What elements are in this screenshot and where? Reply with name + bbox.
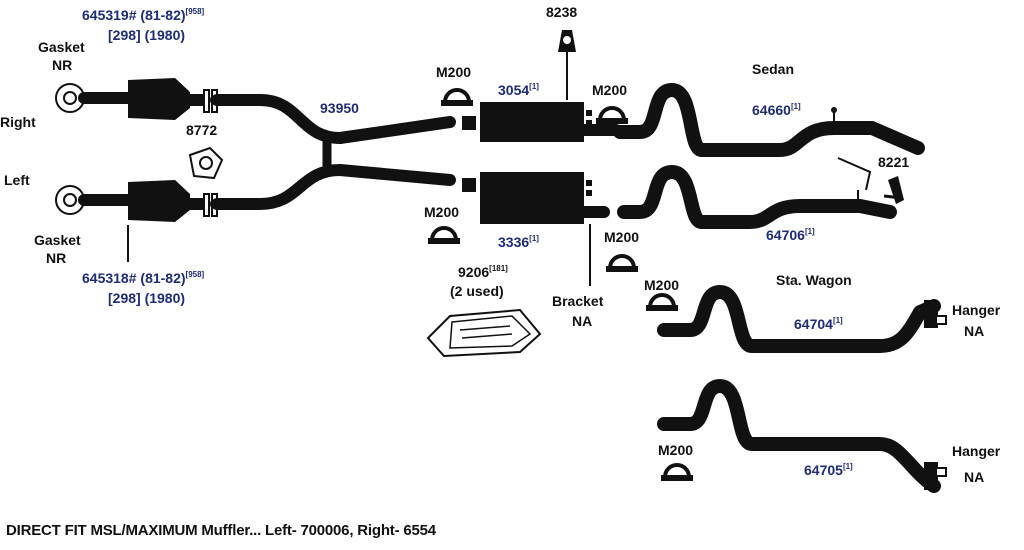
hanger-na-label: NA — [964, 469, 984, 485]
bracket-label: Bracket — [552, 293, 604, 309]
right-label: Right — [0, 114, 36, 130]
gasket-8772 — [188, 146, 224, 180]
tailpipe-64704 — [657, 285, 947, 353]
catalytic-converter-left — [55, 164, 346, 222]
clamp-icon — [646, 293, 678, 311]
cat-left-sub: [298] (1980) — [108, 290, 185, 306]
part-9206: 9206[181] — [458, 264, 508, 280]
nr-label-top: NR — [52, 57, 72, 73]
bracket-na-label: NA — [572, 313, 592, 329]
clamp-icon — [661, 463, 693, 481]
clamp-label-m200: M200 — [592, 82, 627, 98]
cat-right-label: 645319# (81-82)[958] — [82, 7, 205, 23]
part-64704: 64704[1] — [794, 316, 843, 332]
tailpipe-64706 — [617, 157, 897, 229]
hanger-8221 — [883, 176, 904, 204]
clamp-icon — [596, 106, 628, 124]
hanger-na-label: NA — [964, 323, 984, 339]
cat-left-label: 645318# (81-82)[958] — [82, 270, 205, 286]
clamp-label-m200: M200 — [424, 204, 459, 220]
muffler-3336 — [462, 172, 610, 286]
part-8221: 8221 — [878, 154, 909, 170]
clamp-label-m200: M200 — [644, 277, 679, 293]
hanger-9206 — [426, 308, 542, 358]
muffler-3054 — [462, 102, 622, 142]
tailpipe-64705 — [657, 379, 947, 493]
part-3336: 3336[1] — [498, 234, 539, 250]
gasket-label-bottom: Gasket — [34, 232, 81, 248]
sedan-label: Sedan — [752, 61, 794, 77]
gasket-label-top: Gasket — [38, 39, 85, 55]
clamp-icon — [428, 226, 460, 244]
part-64706: 64706[1] — [766, 227, 815, 243]
hanger-8238 — [558, 30, 576, 100]
clamp-icon — [606, 254, 638, 272]
clamp-label-m200: M200 — [658, 442, 693, 458]
part-3054: 3054[1] — [498, 82, 539, 98]
cat-right-sub: [298] (1980) — [108, 27, 185, 43]
clamp-label-m200: M200 — [436, 64, 471, 80]
part-64660: 64660[1] — [752, 102, 801, 118]
clamp-icon — [441, 88, 473, 106]
part-8772: 8772 — [186, 122, 217, 138]
nr-label-bottom: NR — [46, 250, 66, 266]
tailpipe-64660 — [613, 83, 925, 157]
sta-wagon-label: Sta. Wagon — [776, 272, 852, 288]
hanger-label: Hanger — [952, 443, 1001, 459]
part-93950: 93950 — [320, 100, 359, 116]
part-8238: 8238 — [546, 4, 577, 20]
used-count-label: (2 used) — [450, 283, 504, 299]
hanger-label: Hanger — [952, 302, 1001, 318]
footer-caption: DIRECT FIT MSL/MAXIMUM Muffler... Left- … — [6, 522, 436, 539]
h-pipe-93950 — [322, 116, 456, 186]
left-label: Left — [4, 172, 30, 188]
clamp-label-m200: M200 — [604, 229, 639, 245]
part-64705: 64705[1] — [804, 462, 853, 478]
